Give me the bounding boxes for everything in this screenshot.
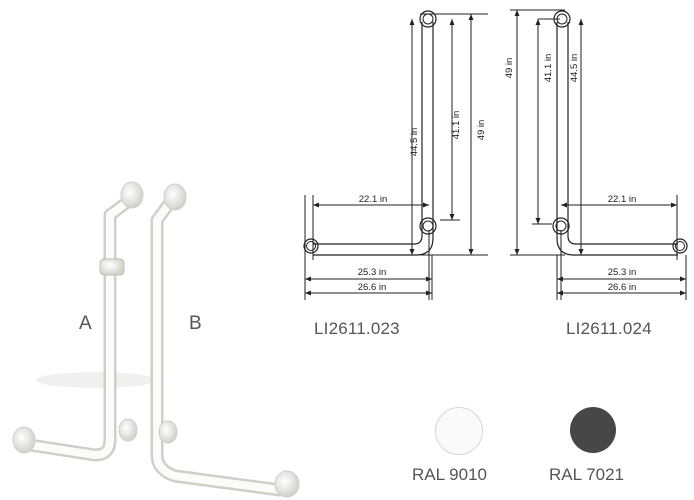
dim-left-h2: 25.3 in — [358, 267, 387, 278]
grab-bar-a — [12, 181, 156, 462]
color-swatch-ral-7021 — [570, 407, 616, 453]
dim-left-v3: 49 in — [476, 120, 487, 141]
color-label-ral-7021: RAL 7021 — [549, 465, 624, 484]
dim-right-v2: 41.1 in — [543, 54, 554, 83]
dim-left-h1: 22.1 in — [359, 194, 388, 205]
grab-bar-b — [150, 183, 300, 498]
technical-drawing-right: 49 in 41.1 in 44.5 in 22.1 in 25.3 in 26… — [504, 9, 688, 300]
product-code-left: LI2611.023 — [314, 319, 400, 338]
product-code-right: LI2611.024 — [566, 319, 652, 338]
label-b: B — [189, 313, 202, 334]
dim-right-h2: 25.3 in — [608, 267, 637, 278]
dim-right-h3: 26.6 in — [608, 282, 637, 293]
product-photo — [12, 181, 300, 498]
dim-right-h1: 22.1 in — [608, 194, 637, 205]
color-swatch-ral-9010 — [435, 407, 483, 455]
label-a: A — [79, 313, 92, 334]
technical-drawing-left: 44.5 in 41.1 in 49 in 22.1 in 25.3 in 26… — [303, 10, 488, 300]
color-label-ral-9010: RAL 9010 — [412, 465, 487, 484]
dim-right-v3: 44.5 in — [569, 54, 580, 83]
dim-right-v1: 49 in — [504, 58, 515, 79]
dim-left-v2: 41.1 in — [451, 111, 462, 140]
dim-left-v1: 44.5 in — [409, 128, 420, 157]
dim-left-h3: 26.6 in — [358, 282, 387, 293]
